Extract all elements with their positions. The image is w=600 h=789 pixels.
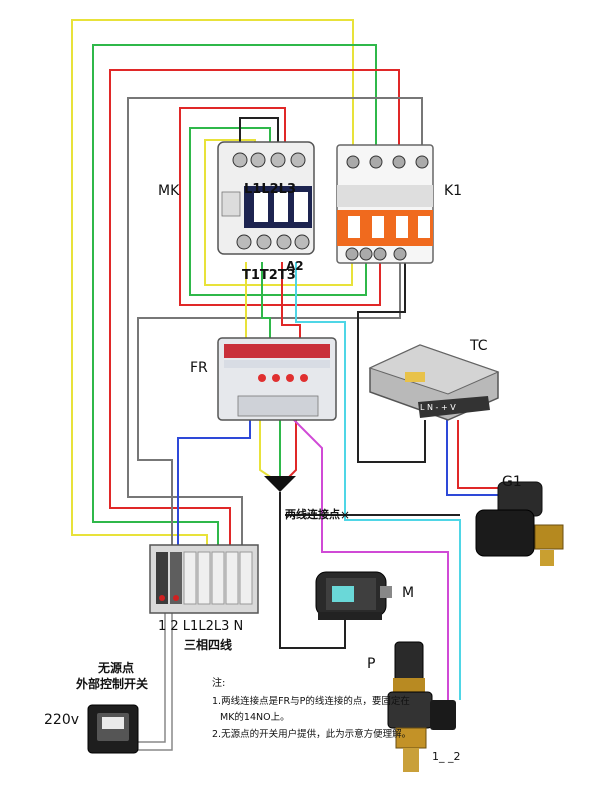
- switch-voltage: 220v: [44, 712, 79, 728]
- k1-breaker: [336, 144, 434, 264]
- mk-bottom-terminals: T1T2T3: [242, 268, 296, 283]
- external-switch: [87, 704, 139, 754]
- tc-label: TC: [469, 338, 488, 354]
- wire-switch-lead-1: [135, 610, 166, 743]
- pressure-label: P: [367, 656, 375, 672]
- mk-label: MK: [158, 183, 180, 199]
- wire-red-mk-fr: [281, 262, 301, 345]
- tc-terminal-marks: L N - + V: [420, 403, 456, 412]
- wire-red-outer: [109, 69, 400, 548]
- switch-title-line1: 无源点: [97, 660, 134, 675]
- mk-coil-terminal: A2: [286, 259, 304, 273]
- switch-title-line2: 外部控制开关: [76, 676, 148, 691]
- motor: [315, 571, 392, 620]
- terminal-block: [149, 544, 259, 614]
- wire-red-tc-g1: [457, 420, 500, 489]
- wire-magenta-fr: [291, 417, 449, 710]
- junction-cross-icon: ×: [340, 508, 350, 522]
- fr-protector: [217, 337, 337, 421]
- wire-yellow-fr-junction: [259, 418, 273, 479]
- wire-switch-lead-2: [135, 610, 173, 751]
- pressure-switch: [387, 641, 456, 772]
- junction-label: 两线连接点: [285, 507, 340, 521]
- wire-red-k1-mk: [179, 107, 381, 306]
- g1-solenoid-valve: [475, 481, 564, 566]
- wire-gray-k1-right: [137, 262, 401, 548]
- wire-cyan-a2: [295, 262, 461, 700]
- wire-green-mk-fr: [261, 262, 271, 345]
- notes-heading: 注:: [212, 676, 225, 689]
- g1-label: G1: [502, 474, 522, 490]
- wire-green-outer: [92, 44, 377, 548]
- terminal-block-caption: 三相四线: [184, 637, 232, 652]
- terminal-block-labels: 1 2 L1L2L3 N: [158, 619, 243, 634]
- wire-black-tc: [357, 262, 426, 463]
- motor-label: M: [402, 585, 414, 601]
- wire-gray-outer: [127, 97, 423, 548]
- pressure-pins: 1_ _2: [432, 750, 461, 763]
- notes-line1: 1.两线连接点是FR与P的线连接的点，要固定在: [212, 695, 410, 707]
- wires: [71, 19, 500, 751]
- wire-red-fr-junction: [287, 418, 297, 479]
- wire-black-mk-jumper: [239, 117, 279, 150]
- wire-yellow-outer: [71, 19, 354, 548]
- notes-line1b: MK的14NO上。: [220, 711, 290, 723]
- notes-line2: 2.无源点的开关用户提供，此为示意方便理解。: [212, 728, 411, 740]
- fr-label: FR: [190, 360, 208, 376]
- wire-black-motor: [279, 492, 346, 649]
- tc-power-supply: [368, 344, 500, 421]
- wire-blue-tc-g1: [446, 420, 500, 496]
- wire-green-k1-mk: [189, 127, 367, 296]
- mk-contactor: [217, 141, 315, 255]
- junction-point: 两线连接点 ×: [264, 476, 350, 522]
- wire-blue-fr: [177, 418, 251, 548]
- k1-label: K1: [444, 183, 462, 199]
- mk-top-terminals: L1L2L3: [244, 182, 296, 197]
